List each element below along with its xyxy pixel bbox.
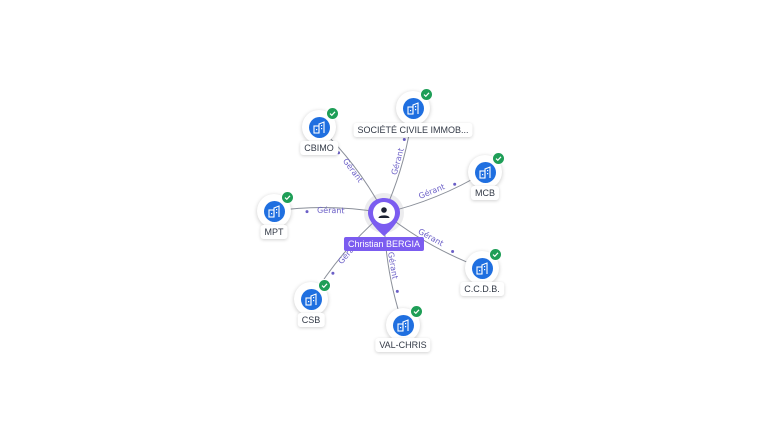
company-name-label[interactable]: VAL-CHRIS — [375, 338, 431, 352]
building-icon — [471, 257, 493, 279]
company-node[interactable] — [396, 88, 433, 125]
edge-arrow — [331, 271, 335, 275]
company-name-label[interactable]: SOCIÉTÉ CIVILE IMMOB... — [353, 123, 473, 137]
company-node[interactable] — [294, 279, 331, 316]
building-icon — [392, 314, 414, 336]
company-node[interactable] — [257, 191, 294, 228]
building-icon — [263, 200, 285, 222]
verified-check-icon — [489, 248, 502, 261]
edge-arrow — [453, 182, 457, 186]
company-name-label[interactable]: C.C.D.B. — [460, 282, 504, 296]
building-icon — [474, 161, 496, 183]
company-node[interactable] — [302, 107, 339, 144]
edge-arrow — [402, 138, 406, 141]
company-node[interactable] — [468, 152, 505, 189]
verified-check-icon — [410, 305, 423, 318]
company-name-label[interactable]: MCB — [471, 186, 499, 200]
verified-check-icon — [420, 88, 433, 101]
company-name-label[interactable]: MPT — [260, 225, 288, 239]
center-person-pin[interactable] — [366, 196, 402, 238]
verified-check-icon — [281, 191, 294, 204]
building-icon — [402, 97, 424, 119]
person-name-label[interactable]: Christian BERGIA — [343, 237, 425, 251]
building-icon — [300, 288, 322, 310]
verified-check-icon — [492, 152, 505, 165]
verified-check-icon — [326, 107, 339, 120]
person-icon — [378, 207, 390, 218]
edge-arrow — [395, 289, 399, 293]
edge-arrow — [451, 250, 455, 253]
edge-arrow — [305, 210, 309, 214]
verified-check-icon — [318, 279, 331, 292]
company-node[interactable] — [465, 248, 502, 285]
company-name-label[interactable]: CBIMO — [300, 141, 338, 155]
company-name-label[interactable]: CSB — [297, 313, 325, 327]
building-icon — [308, 116, 330, 138]
company-node[interactable] — [386, 305, 423, 342]
relation-label: Gérant — [317, 205, 345, 216]
